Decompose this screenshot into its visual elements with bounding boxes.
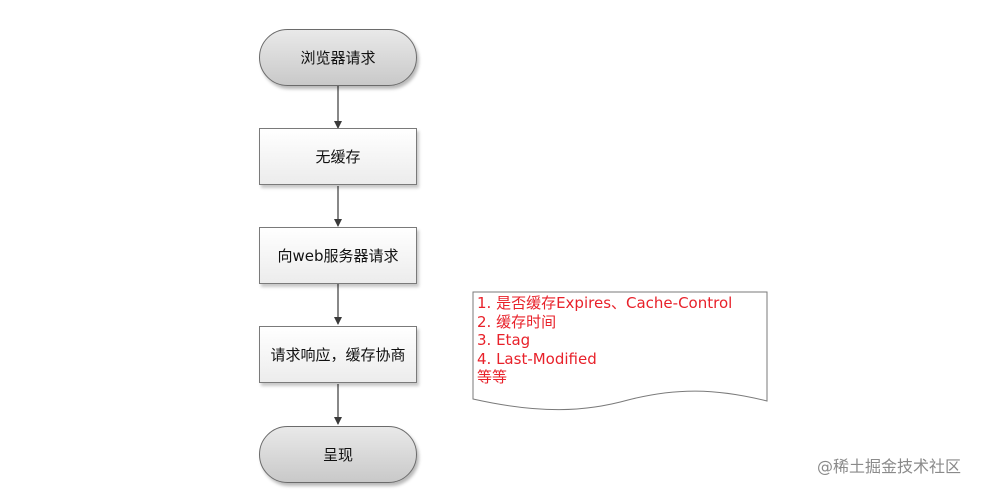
start-label: 浏览器请求 [300, 49, 376, 67]
note-document-shape [472, 291, 768, 411]
no-cache-label: 无缓存 [315, 148, 361, 166]
note-text-block: 1. 是否缓存Expires、Cache-Control 2. 缓存时间 3. … [477, 294, 767, 387]
watermark-text: @稀土掘金技术社区 [817, 457, 962, 476]
request-server-label: 向web服务器请求 [277, 247, 399, 265]
start-terminal-node: 浏览器请求 [259, 29, 417, 86]
note-line: 4. Last-Modified [477, 349, 597, 368]
note-line: 1. 是否缓存Expires、Cache-Control [477, 294, 733, 312]
negotiate-label: 请求响应，缓存协商 [270, 346, 406, 364]
request-server-process-node: 向web服务器请求 [259, 227, 417, 284]
note-line: 等等 [477, 368, 508, 386]
note-line: 2. 缓存时间 [477, 312, 557, 331]
end-label: 呈现 [322, 446, 353, 464]
negotiate-process-node: 请求响应，缓存协商 [259, 326, 417, 383]
no-cache-process-node: 无缓存 [259, 128, 417, 185]
note-line: 3. Etag [477, 331, 531, 349]
end-terminal-node: 呈现 [259, 426, 417, 483]
